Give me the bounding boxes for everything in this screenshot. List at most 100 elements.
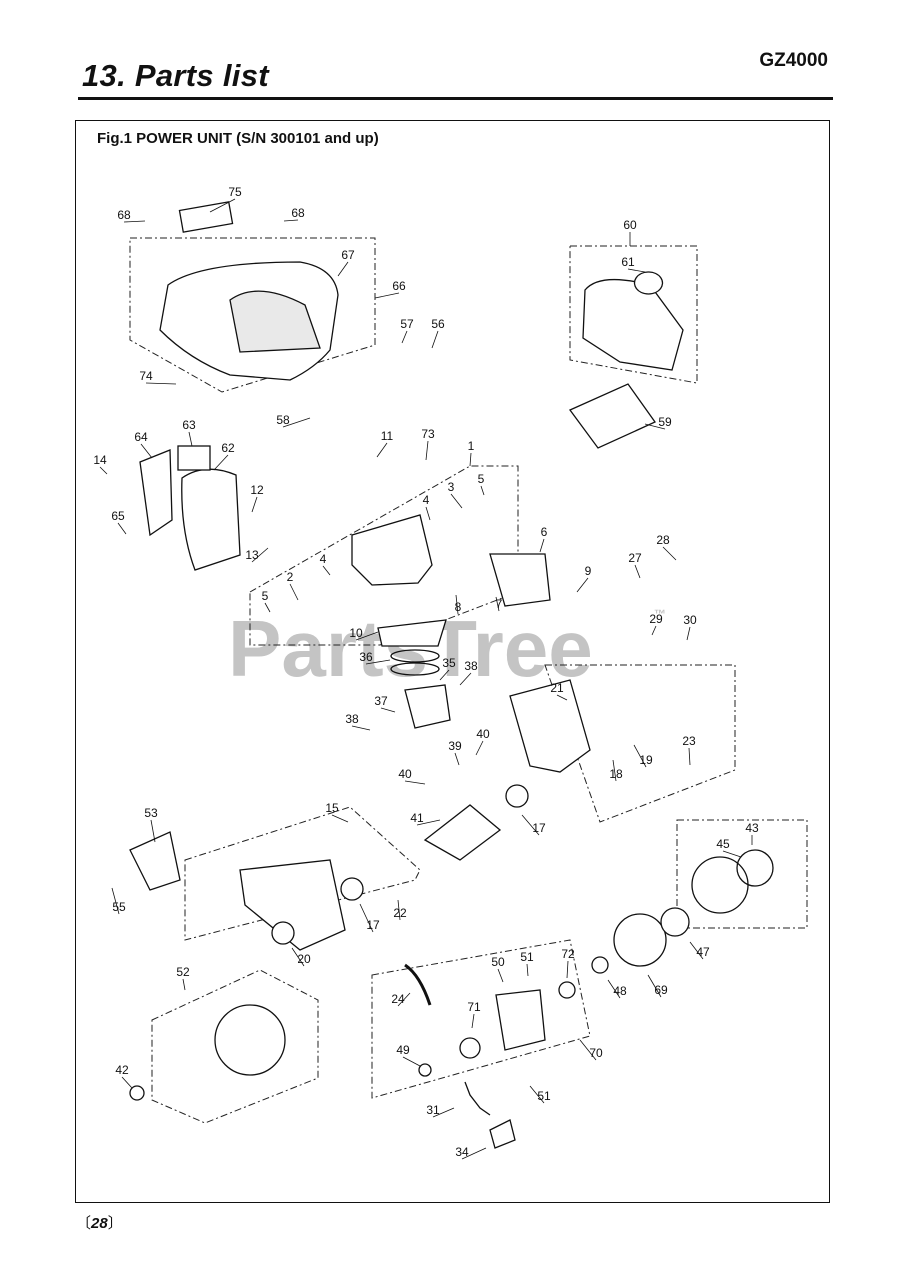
leader-line — [556, 694, 568, 701]
leader-line — [99, 466, 108, 475]
title-rule — [78, 97, 833, 100]
leader-line — [397, 899, 401, 921]
leader-line — [123, 220, 146, 223]
part-callout: 51 — [537, 1089, 551, 1103]
needle-bearing-shape — [591, 956, 609, 974]
leader-line — [686, 626, 691, 641]
part-callout: 17 — [532, 821, 546, 835]
part-callout: 35 — [442, 656, 456, 670]
leader-line — [322, 565, 331, 576]
part-callout: 13 — [245, 548, 259, 562]
air-filter-cover-shape — [582, 278, 684, 371]
leader-line — [331, 814, 349, 823]
worm-gear-shape — [558, 981, 576, 999]
part-callout: 73 — [421, 427, 435, 441]
leader-line — [607, 979, 621, 999]
leader-line — [461, 1147, 487, 1160]
leader-line — [539, 538, 545, 553]
crankcase-half-shape — [239, 859, 346, 951]
part-callout: 6 — [541, 525, 548, 539]
top-cover-inner-shape — [229, 290, 321, 353]
muffler-bracket-shape — [139, 449, 173, 537]
part-callout: 48 — [613, 984, 627, 998]
watermark-tm: ™ — [654, 607, 666, 621]
oil-seal-shape — [271, 921, 295, 945]
clutch-group-outline — [676, 819, 808, 929]
part-callout: 65 — [111, 509, 125, 523]
part-callout: 28 — [656, 533, 670, 547]
part-callout: 38 — [464, 659, 478, 673]
flywheel-shape — [214, 1004, 286, 1076]
leader-line — [213, 454, 229, 471]
cover-knob-shape — [633, 271, 664, 295]
leader-line — [121, 1076, 133, 1089]
crankcase-half-group-outline — [184, 806, 421, 941]
oil-pump-plate-shape — [495, 989, 546, 1051]
leader-line — [355, 631, 379, 641]
leader-line — [182, 978, 186, 991]
leader-line — [291, 947, 305, 967]
part-callout: 67 — [341, 248, 355, 262]
part-callout: 53 — [144, 806, 158, 820]
cylinder-gasket-shape — [377, 619, 447, 647]
leader-line — [117, 522, 127, 535]
part-callout: 40 — [476, 727, 490, 741]
part-callout: 69 — [654, 983, 668, 997]
leader-line — [432, 1107, 455, 1118]
watermark-text: PartsTree — [228, 604, 593, 693]
leader-line — [455, 594, 459, 615]
part-callout: 29 — [649, 612, 663, 626]
part-drawings — [129, 201, 774, 1149]
leader-line — [431, 330, 439, 349]
leader-line — [651, 625, 657, 636]
leader-line — [251, 496, 258, 513]
page-number-value: 28 — [91, 1215, 108, 1232]
leader-line — [397, 992, 411, 1007]
part-callout: 9 — [585, 564, 592, 578]
figure-frame — [75, 120, 830, 1203]
figure-caption: Fig.1 POWER UNIT (S/N 300101 and up) — [97, 130, 379, 147]
part-callout: 14 — [93, 453, 107, 467]
part-callout: 68 — [117, 208, 131, 222]
part-callout: 19 — [639, 753, 653, 767]
leader-line — [450, 493, 463, 509]
part-callout: 27 — [628, 551, 642, 565]
leader-line — [145, 382, 177, 385]
crankcase-group-outline — [544, 664, 736, 823]
clutch-drum-shape — [613, 913, 667, 967]
part-callout: 10 — [349, 626, 363, 640]
part-callout: 70 — [589, 1046, 603, 1060]
leader-line — [282, 417, 311, 428]
part-callout: 66 — [392, 279, 406, 293]
leader-line — [425, 506, 431, 521]
part-callout: 30 — [683, 613, 697, 627]
leader-line — [365, 659, 391, 665]
leader-line — [579, 1039, 597, 1061]
washer-shape — [660, 907, 690, 937]
part-callout: 42 — [115, 1063, 129, 1077]
part-callout: 64 — [134, 430, 148, 444]
leader-line — [264, 602, 271, 613]
leader-line — [521, 814, 540, 836]
part-callout: 23 — [682, 734, 696, 748]
part-callout: 52 — [176, 965, 190, 979]
part-callout: 7 — [496, 597, 503, 611]
part-callout: 20 — [297, 952, 311, 966]
part-callout: 15 — [325, 801, 339, 815]
leader-line — [497, 968, 504, 983]
leader-line — [289, 583, 299, 601]
part-callout: 37 — [374, 694, 388, 708]
leader-line — [351, 725, 371, 731]
part-callout: 74 — [139, 369, 153, 383]
leader-line — [337, 261, 349, 277]
part-callout: 62 — [221, 441, 235, 455]
leader-line — [688, 747, 691, 766]
part-callout: 4 — [423, 493, 430, 507]
part-callout: 49 — [396, 1043, 410, 1057]
oil-hose-shape — [464, 1081, 491, 1116]
part-callout: 18 — [609, 767, 623, 781]
part-callout: 2 — [287, 570, 294, 584]
part-callout: 41 — [410, 811, 424, 825]
